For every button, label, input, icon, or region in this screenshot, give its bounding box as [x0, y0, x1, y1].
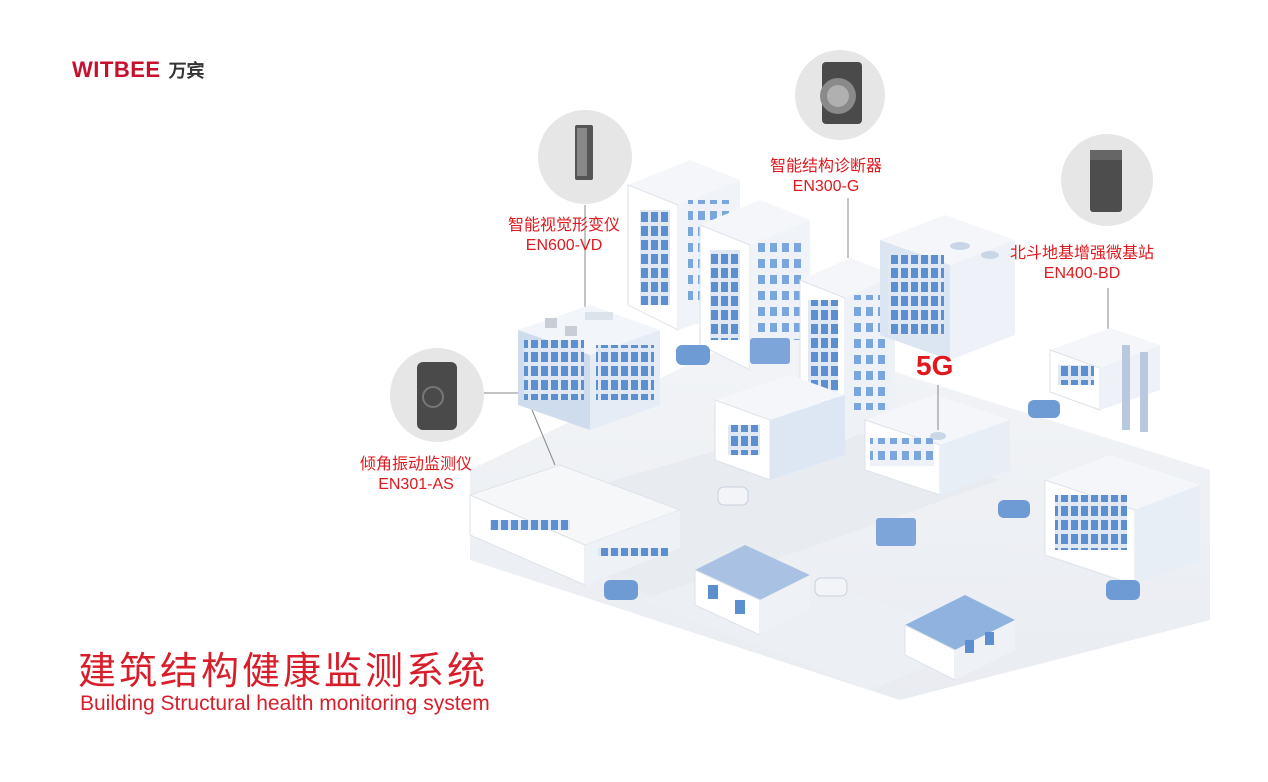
device-name: 北斗地基增强微基站	[1010, 243, 1155, 262]
house-left	[694, 545, 810, 636]
beidou-base-station-icon	[1061, 134, 1153, 330]
device-name: 倾角振动监测仪	[360, 454, 473, 473]
building-factory-right	[1049, 328, 1160, 432]
device-model: EN600-VD	[525, 237, 603, 254]
house-right	[904, 595, 1015, 681]
device-label-as: 倾角振动监测仪 EN301-AS	[360, 453, 472, 495]
building-tower-mid	[699, 200, 810, 371]
building-low-mid	[714, 375, 845, 481]
5g-label: 5G	[916, 350, 954, 381]
brand-name-en: WITBEE	[72, 57, 161, 82]
brand-logo: WITBEE 万宾	[72, 57, 205, 83]
device-model: EN300-G	[792, 178, 860, 195]
brand-name-cn: 万宾	[168, 61, 205, 82]
visual-deformation-device-icon	[538, 110, 632, 312]
building-block-right	[1044, 455, 1200, 586]
device-name: 智能结构诊断器	[770, 156, 883, 175]
device-model: EN400-BD	[1043, 265, 1121, 282]
structural-diagnoser-icon	[795, 50, 885, 258]
device-label-vd: 智能视觉形变仪 EN600-VD	[508, 214, 620, 256]
building-5g-station	[864, 385, 1010, 496]
device-name: 智能视觉形变仪	[508, 215, 621, 234]
vehicles	[604, 338, 1140, 600]
device-model: EN301-AS	[378, 476, 454, 493]
page-title-cn: 建筑结构健康监测系统	[78, 649, 489, 693]
device-label-g: 智能结构诊断器 EN300-G	[770, 155, 882, 197]
page-title-en: Building Structural health monitoring sy…	[80, 692, 490, 715]
building-warehouse	[468, 464, 682, 586]
tilt-vibration-monitor-icon	[390, 348, 556, 466]
building-glass-left	[518, 305, 660, 430]
building-office-right	[880, 215, 1015, 360]
device-label-bd: 北斗地基增强微基站 EN400-BD	[1010, 242, 1154, 284]
